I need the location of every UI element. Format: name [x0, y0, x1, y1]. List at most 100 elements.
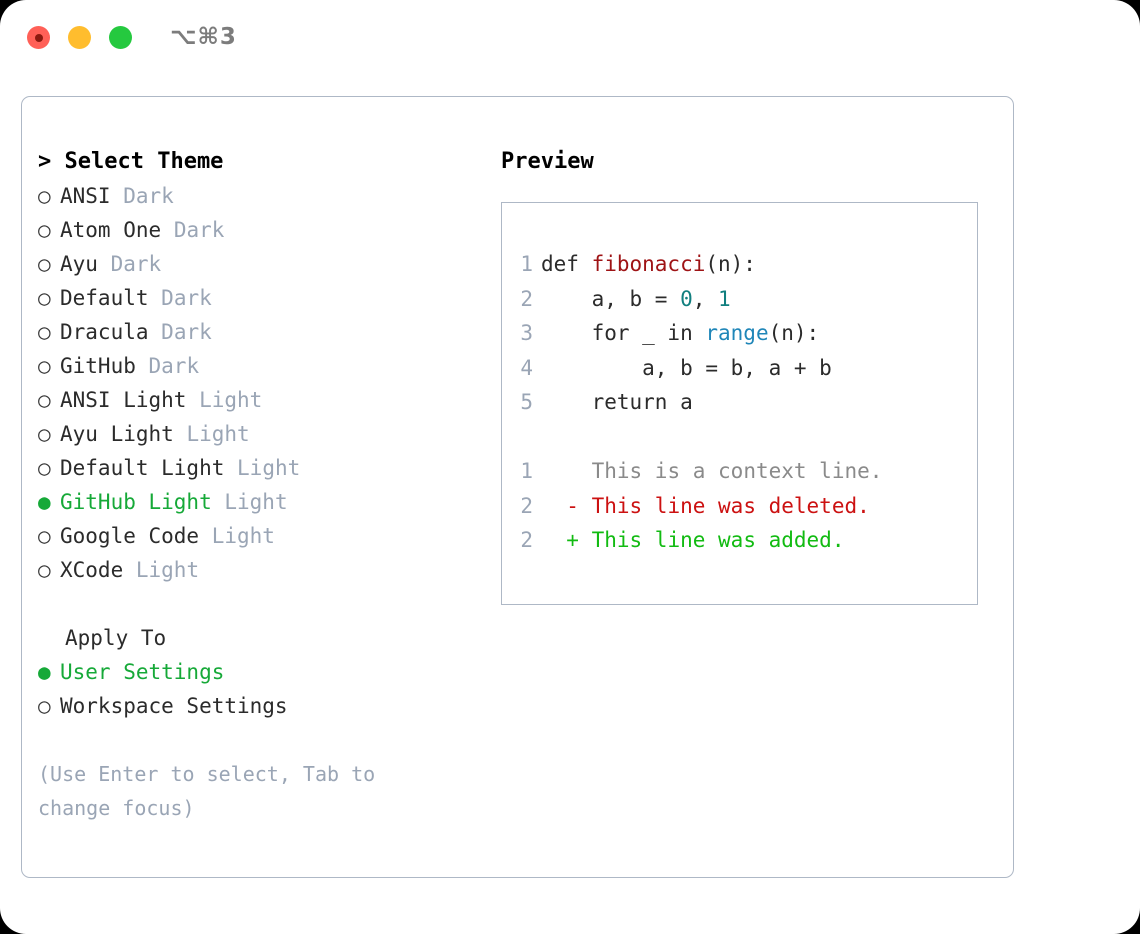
theme-option-ayu-light[interactable]: ○Ayu Light Light [38, 417, 478, 451]
theme-option-name: XCode [60, 558, 124, 582]
content-panel: > Select Theme ○ANSI Dark○Atom One Dark○… [21, 96, 1014, 878]
theme-option-variant: Light [135, 558, 200, 582]
radio-unselected-icon: ○ [38, 558, 51, 582]
maximize-button[interactable] [109, 26, 132, 49]
code-token-num: 1 [718, 286, 731, 311]
diff-indent [541, 494, 566, 518]
diff-line-del: 2 - This line was deleted. [519, 489, 977, 524]
theme-option-variant: Dark [123, 184, 174, 208]
apply-to-option-name: User Settings [60, 660, 225, 684]
diff-line-add: 2 + This line was added. [519, 523, 977, 558]
code-line: 3 for _ in range(n): [519, 316, 977, 351]
code-token-plain: , [692, 286, 719, 311]
diff-sample: 1 This is a context line.2 - This line w… [519, 454, 977, 558]
theme-option-github-light[interactable]: ● GitHub Light Light [38, 485, 478, 519]
line-number: 2 [520, 286, 533, 311]
theme-option-name: ANSI Light [60, 388, 187, 412]
window-controls [27, 26, 132, 49]
spacer [149, 315, 162, 349]
spacer [136, 349, 149, 383]
spacer [174, 417, 187, 451]
theme-option-google-code[interactable]: ○ Google Code Light [38, 519, 478, 553]
theme-option-ansi-light[interactable]: ○ ANSI Light Light [38, 383, 478, 417]
line-number: 2 [520, 528, 533, 552]
keyboard-hint: (Use Enter to select, Tab to change focu… [38, 762, 376, 820]
radio-unselected-icon: ○ [38, 320, 51, 344]
theme-option-dracula[interactable]: ○ Dracula Dark [38, 315, 478, 349]
apply-to-option-workspace-settings[interactable]: ○ Workspace Settings [38, 689, 478, 723]
code-token-plain: (n): [705, 252, 756, 276]
radio-unselected-icon: ○ [38, 456, 51, 480]
radio-selected-icon: ● [38, 660, 51, 684]
keyboard-shortcut-label: ⌥⌘3 [170, 24, 237, 50]
minimize-button[interactable] [68, 26, 91, 49]
theme-option-variant: Light [237, 456, 301, 480]
spacer [111, 179, 124, 213]
theme-option-variant: Dark [148, 354, 200, 378]
theme-option-variant: Light [224, 490, 288, 514]
theme-option-default-light[interactable]: ○Default Light Light [38, 451, 478, 485]
radio-unselected-icon: ○ [38, 524, 51, 548]
code-token-plain: (n): [768, 321, 820, 345]
spacer [161, 213, 174, 247]
apply-to-option-user-settings[interactable]: ● User Settings [38, 655, 478, 689]
close-button[interactable] [27, 26, 50, 49]
radio-unselected-icon: ○ [38, 218, 51, 242]
diff-indent [541, 528, 566, 552]
theme-option-variant: Dark [161, 286, 212, 310]
code-token-plain: def [541, 252, 592, 276]
apply-to-option-name: Workspace Settings [60, 694, 288, 718]
theme-option-variant: Dark [161, 320, 212, 344]
code-token-fn: fibonacci [591, 252, 706, 276]
code-line: 4 a, b = b, a + b [519, 351, 977, 386]
theme-option-atom-one[interactable]: ○Atom One Dark [38, 213, 478, 247]
code-line: 2 a, b = 0, 1 [519, 282, 977, 317]
spacer [123, 553, 136, 587]
diff-indent [541, 459, 566, 483]
apply-to-header: Apply To [65, 626, 167, 650]
line-number: 4 [520, 355, 533, 380]
theme-option-name: GitHub [60, 354, 136, 378]
theme-option-name: Dracula [60, 320, 149, 344]
radio-unselected-icon: ○ [38, 252, 51, 276]
theme-option-name: Default [60, 286, 149, 310]
theme-option-variant: Light [199, 388, 263, 412]
theme-option-xcode[interactable]: ○ XCode Light [38, 553, 478, 587]
preview-title: Preview [501, 149, 594, 174]
theme-option-name: Ayu Light [60, 422, 174, 446]
diff-marker: + [566, 528, 579, 552]
theme-option-name: Google Code [60, 524, 200, 548]
theme-option-name: Atom One [60, 218, 162, 242]
theme-option-variant: Light [211, 524, 275, 548]
theme-option-default[interactable]: ○Default Dark [38, 281, 478, 315]
code-token-plain: a, b = b, a + b [541, 355, 832, 380]
diff-marker [566, 459, 579, 483]
radio-unselected-icon: ○ [38, 388, 51, 412]
radio-unselected-icon: ○ [38, 694, 51, 718]
line-number: 2 [520, 493, 533, 518]
theme-option-name: GitHub Light [60, 490, 212, 514]
theme-option-name: Ayu [60, 252, 98, 276]
theme-option-ayu[interactable]: ○Ayu Dark [38, 247, 478, 281]
code-token-plain: return a [541, 390, 693, 414]
theme-selector-column: > Select Theme ○ANSI Dark○Atom One Dark○… [38, 145, 478, 825]
radio-unselected-icon: ○ [38, 354, 51, 378]
code-line: 5 return a [519, 385, 977, 420]
spacer [98, 247, 111, 281]
diff-text: This line was added. [578, 528, 845, 552]
radio-selected-icon: ● [38, 490, 51, 514]
code-token-num: 0 [680, 286, 693, 311]
spacer [224, 451, 237, 485]
title-bar: ⌥⌘3 [0, 0, 1140, 76]
diff-text: This is a context line. [578, 459, 883, 483]
theme-option-github[interactable]: ○ GitHub Dark [38, 349, 478, 383]
theme-list-header: > Select Theme [38, 149, 224, 174]
theme-option-ansi[interactable]: ○ANSI Dark [38, 179, 478, 213]
code-token-call: range [705, 321, 769, 345]
spacer [149, 281, 162, 315]
